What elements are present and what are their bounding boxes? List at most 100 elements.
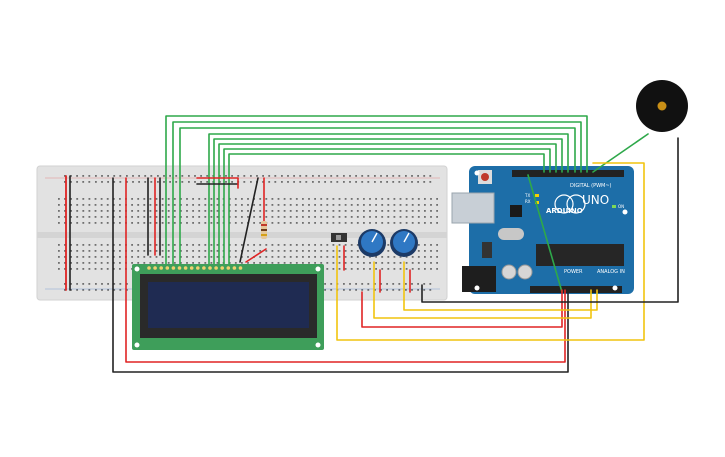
wire-green-buzzer[interactable]	[592, 133, 649, 173]
breadboard-hole	[295, 216, 298, 218]
wire-yellow[interactable]	[336, 162, 645, 341]
lcd-module[interactable]	[132, 264, 324, 350]
breadboard-hole	[363, 268, 365, 270]
wire-black[interactable]	[239, 177, 259, 263]
lcd-pin[interactable]	[196, 266, 200, 270]
breadboard-hole	[326, 222, 329, 224]
wire-yellow[interactable]	[373, 261, 592, 319]
breadboard-hole	[417, 283, 419, 285]
breadboard-hole	[283, 262, 286, 264]
lcd-pin[interactable]	[165, 266, 170, 270]
breadboard-hole	[387, 268, 390, 270]
wire-green[interactable]	[527, 174, 563, 293]
breadboard-hole	[180, 250, 182, 252]
breadboard-hole	[144, 175, 147, 177]
wire-red-5v[interactable]	[125, 177, 566, 363]
wire-green[interactable]	[208, 133, 569, 266]
breadboard-hole	[167, 262, 170, 264]
lcd-pin[interactable]	[208, 266, 212, 270]
breadboard-hole	[216, 198, 219, 200]
wire-green[interactable]	[172, 121, 582, 266]
breadboard-hole	[259, 244, 262, 246]
wires	[65, 115, 679, 373]
breadboard-hole	[387, 244, 390, 246]
wire-green[interactable]	[213, 138, 563, 266]
breadboard-hole	[64, 250, 66, 252]
breadboard-hole	[253, 222, 255, 224]
breadboard-hole	[375, 198, 377, 200]
breadboard-hole	[88, 256, 91, 258]
breadboard-hole	[70, 244, 72, 246]
lcd-pin[interactable]	[202, 266, 206, 270]
breadboard-hole	[386, 289, 388, 291]
breadboard-hole	[374, 289, 376, 291]
breadboard-hole	[271, 250, 274, 252]
breadboard-hole	[198, 198, 201, 200]
breadboard-hole	[119, 283, 122, 285]
breadboard-hole	[430, 256, 432, 258]
potentiometer-icon[interactable]	[358, 229, 386, 257]
breadboard-hole	[234, 250, 237, 252]
breadboard-hole	[295, 198, 298, 200]
lcd-pin[interactable]	[147, 266, 151, 270]
breadboard-hole	[149, 250, 152, 252]
wire-black-buzzer[interactable]	[421, 137, 679, 303]
buzzer-icon[interactable]	[636, 80, 688, 132]
breadboard-hole	[94, 262, 97, 264]
resistor-icon[interactable]	[261, 221, 267, 239]
breadboard-hole	[167, 216, 170, 218]
wire-green[interactable]	[218, 143, 557, 266]
on-led	[612, 205, 616, 208]
breadboard-hole	[332, 262, 335, 264]
breadboard-hole	[106, 216, 109, 218]
breadboard-hole	[338, 216, 341, 218]
wire-yellow[interactable]	[403, 261, 598, 311]
breadboard-hole	[88, 181, 91, 183]
breadboard-hole	[198, 210, 201, 212]
wire-black-gnd[interactable]	[112, 177, 569, 373]
wire-red[interactable]	[361, 289, 563, 328]
switch-icon[interactable]	[331, 233, 347, 242]
breadboard-hole	[338, 198, 341, 200]
breadboard-hole	[375, 216, 377, 218]
breadboard-hole	[204, 256, 207, 258]
lcd-pin[interactable]	[214, 266, 218, 270]
breadboard-hole	[192, 250, 194, 252]
breadboard-hole	[343, 175, 345, 177]
breadboard-hole	[149, 210, 152, 212]
lcd-pin[interactable]	[220, 266, 224, 270]
lcd-pin[interactable]	[189, 266, 194, 270]
breadboard-hole	[137, 262, 140, 264]
breadboard-hole	[247, 210, 249, 212]
lcd-pin[interactable]	[232, 266, 237, 270]
breadboard-hole	[101, 283, 103, 285]
breadboard-hole	[375, 268, 377, 270]
arduino-uno-board[interactable]	[451, 166, 634, 294]
potentiometer-icon[interactable]	[390, 229, 418, 257]
breadboard-hole	[356, 268, 359, 270]
lcd-pin[interactable]	[159, 266, 163, 270]
lcd-pin[interactable]	[226, 266, 231, 270]
wire-green[interactable]	[179, 127, 576, 266]
breadboard-hole	[320, 262, 323, 264]
breadboard-hole	[106, 204, 109, 206]
breadboard-hole	[219, 175, 221, 177]
wire-red[interactable]	[245, 248, 267, 263]
breadboard-hole	[338, 244, 341, 246]
wire-green[interactable]	[165, 115, 588, 266]
lcd-pin[interactable]	[153, 266, 157, 270]
breadboard-hole	[405, 256, 408, 258]
breadboard-hole	[149, 262, 152, 264]
breadboard-hole	[429, 175, 432, 177]
lcd-pin[interactable]	[177, 266, 182, 270]
lcd-pin[interactable]	[238, 266, 243, 270]
breadboard-hole	[393, 256, 396, 258]
breadboard-hole	[95, 289, 97, 291]
wire-green[interactable]	[228, 153, 545, 266]
breadboard-hole	[64, 262, 66, 264]
lcd-pin[interactable]	[171, 266, 176, 270]
lcd-pin[interactable]	[183, 266, 188, 270]
wire-green[interactable]	[223, 148, 551, 266]
breadboard-hole	[82, 181, 85, 183]
arduino-brand-label: ARDUINO	[546, 207, 583, 215]
